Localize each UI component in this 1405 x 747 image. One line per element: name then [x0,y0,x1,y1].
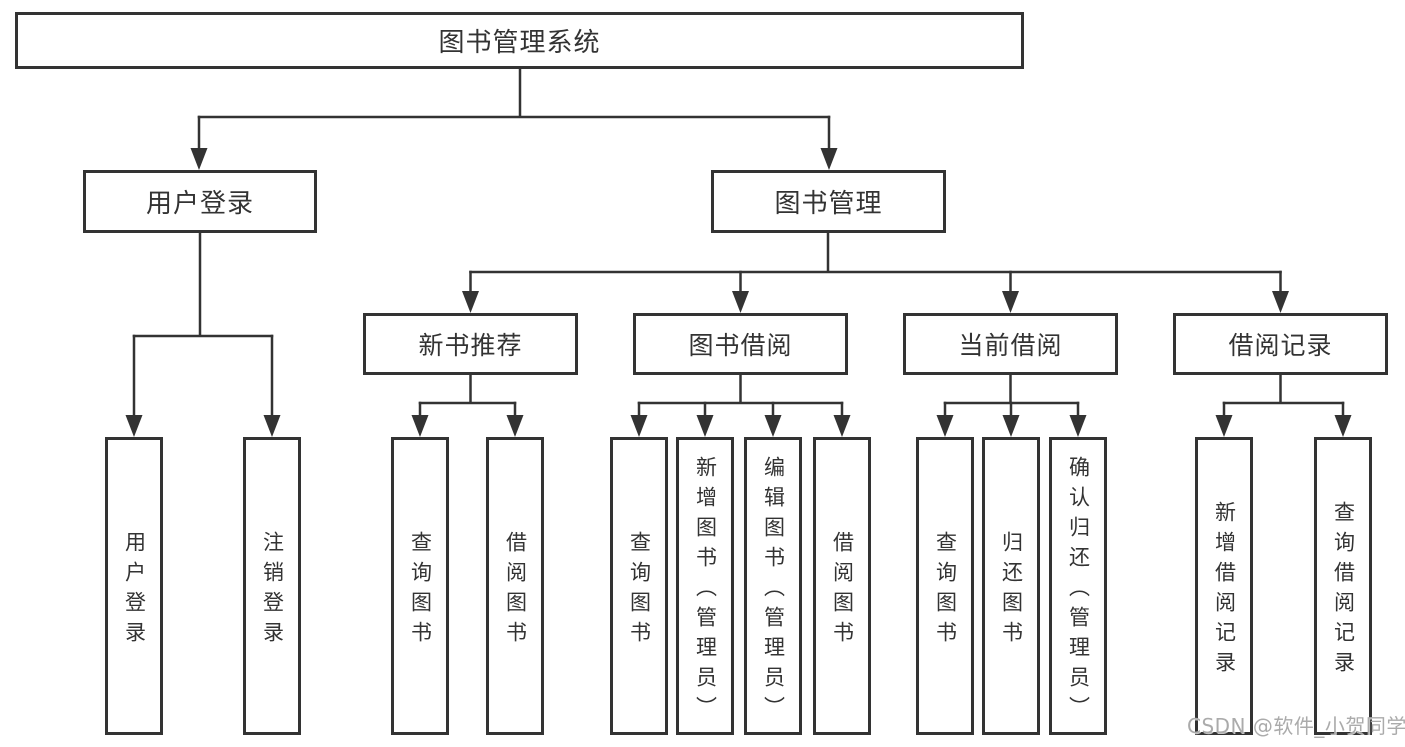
node-label: 图书管理 [774,189,883,219]
node-label: 新增图书（管理员） [693,455,718,726]
node-label: 注销登录 [260,530,285,651]
leaf-add-borrow-record: 新增借阅记录 [1195,437,1253,735]
csdn-watermark: CSDN @软件_小贺同学 [1187,714,1405,738]
node-label: 用户登录 [122,530,147,651]
leaf-edit-book-admin: 编辑图书（管理员） [744,437,802,735]
node-label: 查询图书 [408,530,433,651]
node-label: 图书借阅 [688,331,793,360]
leaf-query-book-borrow: 查询图书 [610,437,668,735]
leaf-user-login: 用户登录 [105,437,163,735]
node-user-login: 用户登录 [83,170,317,233]
node-label: 确认归还（管理员） [1066,455,1091,726]
node-book-borrow: 图书借阅 [633,313,848,375]
node-label: 当前借阅 [958,331,1063,360]
leaf-borrow-book: 借阅图书 [813,437,871,735]
node-label: 用户登录 [145,189,254,219]
node-label: 借阅图书 [503,530,528,651]
leaf-add-book-admin: 新增图书（管理员） [676,437,734,735]
leaf-return-book: 归还图书 [982,437,1040,735]
node-label: 新增借阅记录 [1212,500,1237,681]
node-label: 新书推荐 [418,331,523,360]
node-book-management: 图书管理 [711,170,946,233]
node-label: 图书管理系统 [438,28,601,58]
node-label: 查询图书 [933,530,958,651]
node-current-borrow: 当前借阅 [903,313,1118,375]
node-new-book-recommend: 新书推荐 [363,313,578,375]
node-label: 借阅记录 [1228,331,1333,360]
arrowheads [125,148,1352,437]
leaf-query-book-recommend: 查询图书 [391,437,449,735]
leaf-query-book-current: 查询图书 [916,437,974,735]
node-label: 借阅图书 [830,530,855,651]
leaf-borrow-book-recommend: 借阅图书 [486,437,544,735]
node-borrow-records: 借阅记录 [1173,313,1388,375]
leaf-logout: 注销登录 [243,437,301,735]
leaf-query-borrow-record: 查询借阅记录 [1314,437,1372,735]
node-label: 归还图书 [999,530,1024,651]
node-label: 编辑图书（管理员） [761,455,786,726]
node-label: 查询图书 [627,530,652,651]
leaf-confirm-return-admin: 确认归还（管理员） [1049,437,1107,735]
node-root: 图书管理系统 [15,12,1024,69]
node-label: 查询借阅记录 [1331,500,1356,681]
